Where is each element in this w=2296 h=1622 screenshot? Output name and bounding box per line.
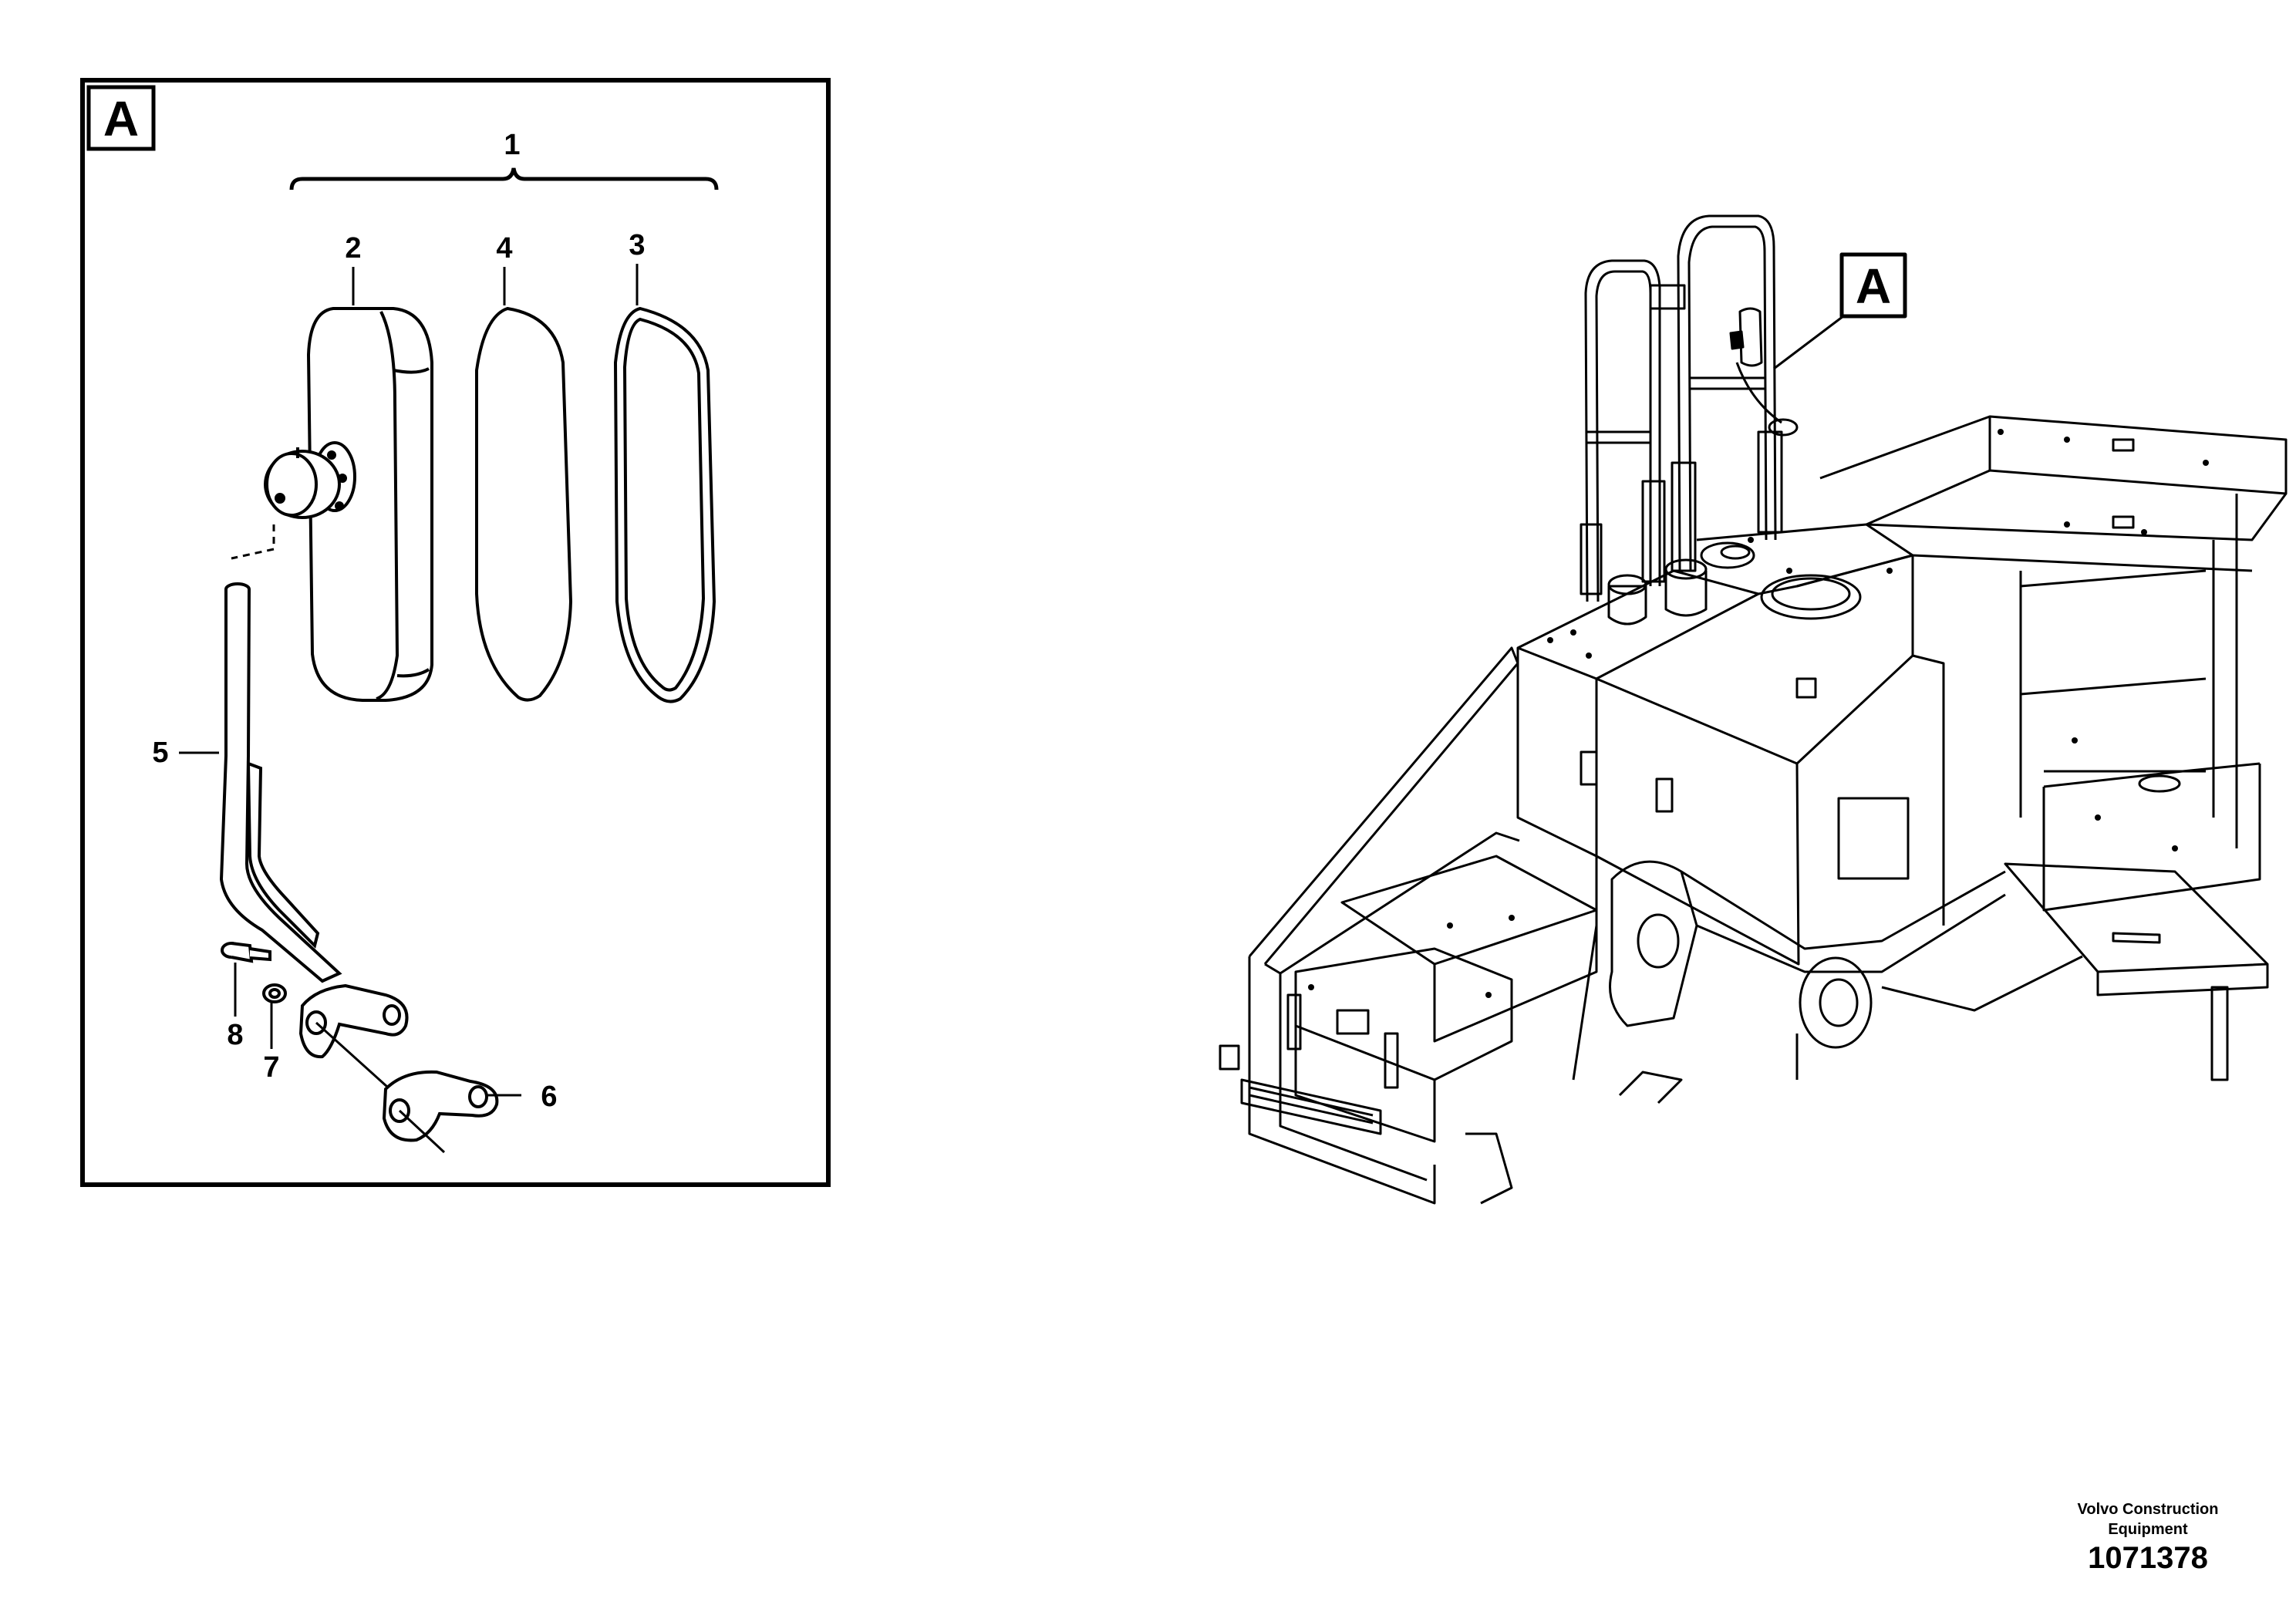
mirror-housing <box>264 307 433 702</box>
hydraulic-tank <box>1516 523 1914 966</box>
mirror-seal <box>613 306 716 703</box>
callout-6: 6 <box>541 1081 557 1113</box>
washer <box>262 983 287 1003</box>
detail-frame <box>80 78 831 1187</box>
company-line-2: Equipment <box>2108 1521 2188 1538</box>
mirror-arm <box>219 582 342 983</box>
machine-detail-marker-box <box>1839 252 1907 319</box>
callout-8: 8 <box>227 1019 243 1051</box>
callout-3: 3 <box>629 229 645 261</box>
bolt-dots <box>1308 429 2209 998</box>
callout-7: 7 <box>263 1051 279 1084</box>
marker-leader <box>1773 315 1844 370</box>
callout-2: 2 <box>345 232 361 265</box>
cab-frame <box>1819 415 2288 1081</box>
screw <box>221 942 271 963</box>
detail-a-panel: A 1 2 4 3 <box>80 78 831 1187</box>
rail-mirror <box>1729 307 1799 437</box>
callout-5: 5 <box>152 737 168 769</box>
detail-letter-box <box>86 85 156 151</box>
machine-detail-marker: A <box>1856 258 1891 314</box>
assembly-brace <box>289 167 719 191</box>
machine-view: A <box>1219 214 2288 1205</box>
clamp-upper <box>298 983 409 1059</box>
callout-4: 4 <box>496 232 512 265</box>
company-line-1: Volvo Construction <box>2077 1501 2219 1518</box>
assembly-line-lower <box>398 1109 446 1154</box>
clamp-lower <box>382 1070 499 1142</box>
handrail-left <box>1580 259 1666 602</box>
steps-structure <box>1219 646 1598 1205</box>
mirror-glass <box>475 306 573 702</box>
detail-letter: A <box>103 91 139 147</box>
dashed-connector <box>231 524 275 560</box>
drawing-number: 1071378 <box>2088 1541 2208 1575</box>
boom-bracket <box>1465 856 2083 1205</box>
company-name: Volvo Construction Equipment <box>2021 1499 2275 1539</box>
callout-1: 1 <box>504 129 520 161</box>
assembly-line-upper <box>315 1021 396 1095</box>
handrail-right <box>1649 214 1783 572</box>
